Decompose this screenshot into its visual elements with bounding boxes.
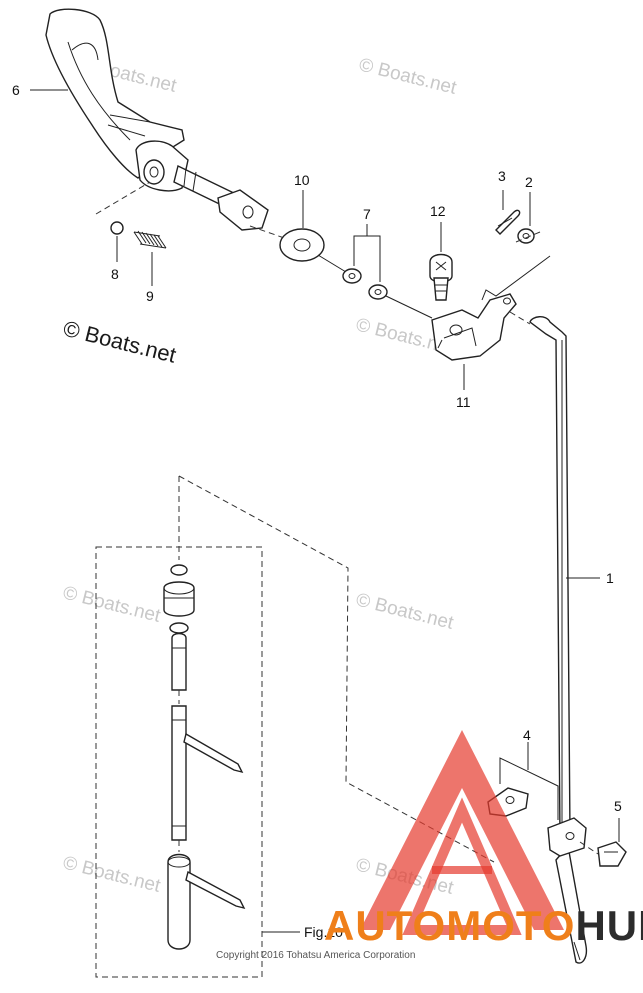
automotohub-logo (360, 730, 564, 935)
callout-4: 4 (523, 727, 531, 743)
shift-shaft-assembly (163, 564, 246, 950)
leader-line (317, 254, 347, 273)
brand-moto: MOTO (446, 902, 575, 949)
guide-dash (579, 841, 599, 855)
link-bracket-part (431, 293, 517, 361)
leader-line (385, 295, 433, 319)
watermark-layer: © Boats.net © Boats.net © Boats.net © Bo… (61, 52, 459, 899)
spring-part (133, 230, 167, 249)
callout-7: 7 (363, 206, 371, 222)
leader-line (481, 255, 551, 301)
guide-dash (95, 181, 151, 215)
leader-bracket (353, 224, 381, 282)
watermark: © Boats.net (61, 852, 163, 897)
leader-bracket (499, 742, 559, 820)
watermark: © Boats.net (354, 589, 456, 634)
shift-rod-part (529, 316, 600, 964)
callout-3: 3 (498, 168, 506, 184)
bolt-part (429, 253, 453, 301)
callout-8: 8 (111, 266, 119, 282)
ball-part (110, 221, 124, 235)
brand-name: AUTOMOTOHUB (324, 902, 643, 949)
callout-10: 10 (294, 172, 310, 188)
callout-9: 9 (146, 288, 154, 304)
callout-2: 2 (525, 174, 533, 190)
callout-1: 1 (606, 570, 614, 586)
split-pin-part (495, 209, 521, 235)
brand-hub: HUB (575, 902, 643, 949)
boats-net-watermark: © Boats.net (61, 316, 179, 368)
washer-small-part (517, 228, 535, 244)
callout-12: 12 (430, 203, 446, 219)
copyright-text: Copyright 2016 Tohatsu America Corporati… (216, 950, 415, 961)
small-washers-part (342, 268, 388, 300)
bolt-small-part (597, 841, 627, 867)
callout-labels: 1 2 3 4 5 6 7 8 9 10 11 12 Fig.10 (12, 82, 622, 940)
callout-5: 5 (614, 798, 622, 814)
watermark: © Boats.net (61, 582, 163, 627)
figure-reference: Fig.10 (304, 924, 343, 940)
callout-6: 6 (12, 82, 20, 98)
guide-dash (515, 231, 541, 243)
watermark: © Boats.net (357, 54, 459, 99)
washer-part (279, 228, 325, 262)
brand-auto: AUTO (324, 902, 446, 949)
callout-11: 11 (456, 394, 471, 410)
guide-dash (509, 311, 531, 325)
tiller-handle-part (45, 8, 269, 231)
